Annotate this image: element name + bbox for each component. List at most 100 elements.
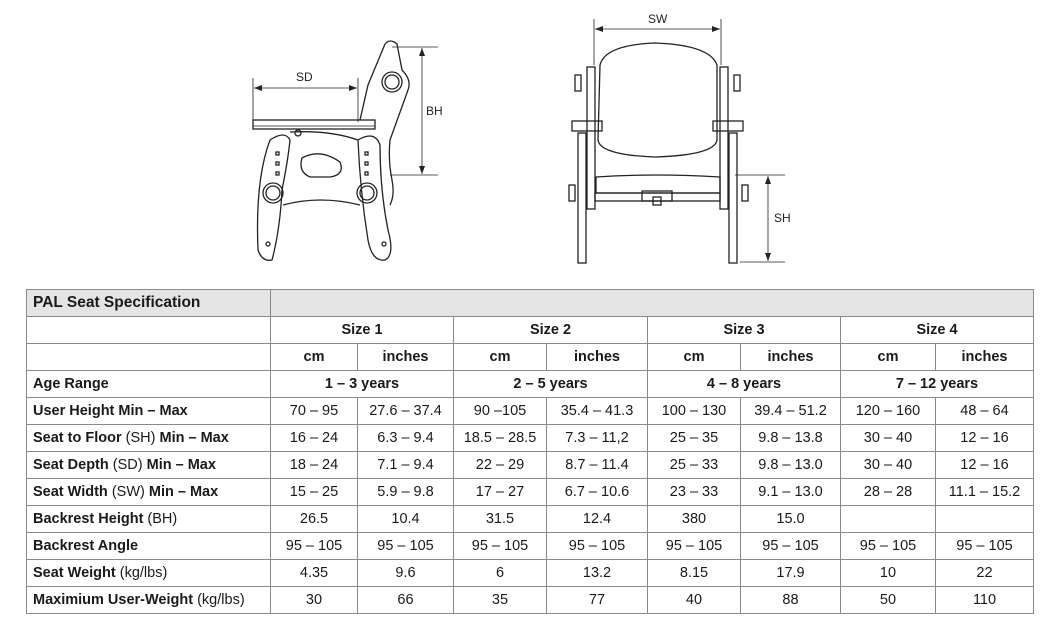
unit-cm: cm <box>270 343 358 371</box>
cell: 95 – 105 <box>647 532 741 560</box>
cell: 12 – 16 <box>935 451 1034 479</box>
cell: 12.4 <box>546 505 648 533</box>
backrest-height-label: BH <box>426 104 443 118</box>
title-row-fill <box>270 289 1034 317</box>
cell: 6 <box>453 559 547 587</box>
cell: 25 – 35 <box>647 424 741 452</box>
cell: 95 – 105 <box>935 532 1034 560</box>
cell: 95 – 105 <box>740 532 841 560</box>
cell: 70 – 95 <box>270 397 358 425</box>
size-2-header: Size 2 <box>453 316 648 344</box>
table-row: Seat Depth (SD) Min – Max 18 – 24 7.1 – … <box>26 451 1034 479</box>
cell: 7.3 – 11,2 <box>546 424 648 452</box>
row-label: User Height Min – Max <box>26 397 271 425</box>
cell: 25 – 33 <box>647 451 741 479</box>
size-3-header: Size 3 <box>647 316 841 344</box>
cell: 16 – 24 <box>270 424 358 452</box>
table-title: PAL Seat Specification <box>26 289 271 317</box>
cell: 10.4 <box>357 505 454 533</box>
size-header-row: Size 1 Size 2 Size 3 Size 4 <box>26 316 1034 344</box>
cell: 50 <box>840 586 936 614</box>
age-range-size-1: 1 – 3 years <box>270 370 454 398</box>
cell <box>840 505 936 533</box>
cell: 90 –105 <box>453 397 547 425</box>
cell: 77 <box>546 586 648 614</box>
cell: 39.4 – 51.2 <box>740 397 841 425</box>
spec-table: PAL Seat Specification Size 1 Size 2 Siz… <box>26 289 1034 614</box>
cell <box>935 505 1034 533</box>
unit-inches: inches <box>357 343 454 371</box>
seat-height-label: SH <box>774 211 791 225</box>
row-label: Maximium User-Weight (kg/lbs) <box>26 586 271 614</box>
cell: 9.6 <box>357 559 454 587</box>
cell: 35.4 – 41.3 <box>546 397 648 425</box>
row-label: Seat to Floor (SH) Min – Max <box>26 424 271 452</box>
age-range-size-3: 4 – 8 years <box>647 370 841 398</box>
row-label: Backrest Angle <box>26 532 271 560</box>
cell: 27.6 – 37.4 <box>357 397 454 425</box>
cell: 8.15 <box>647 559 741 587</box>
cell: 88 <box>740 586 841 614</box>
unit-cm: cm <box>840 343 936 371</box>
unit-inches: inches <box>740 343 841 371</box>
age-range-size-4: 7 – 12 years <box>840 370 1034 398</box>
front-view-diagram: SW SH <box>560 5 810 270</box>
cell: 7.1 – 9.4 <box>357 451 454 479</box>
row-label: Age Range <box>26 370 271 398</box>
cell: 17.9 <box>740 559 841 587</box>
unit-inches: inches <box>546 343 648 371</box>
age-range-row: Age Range 1 – 3 years 2 – 5 years 4 – 8 … <box>26 370 1034 398</box>
cell: 100 – 130 <box>647 397 741 425</box>
cell: 13.2 <box>546 559 648 587</box>
cell: 30 – 40 <box>840 451 936 479</box>
cell: 40 <box>647 586 741 614</box>
unit-cm: cm <box>453 343 547 371</box>
unit-cm: cm <box>647 343 741 371</box>
cell: 22 <box>935 559 1034 587</box>
cell: 26.5 <box>270 505 358 533</box>
cell: 31.5 <box>453 505 547 533</box>
empty-cell <box>26 343 271 371</box>
cell: 48 – 64 <box>935 397 1034 425</box>
cell: 95 – 105 <box>357 532 454 560</box>
cell: 12 – 16 <box>935 424 1034 452</box>
cell: 5.9 – 9.8 <box>357 478 454 506</box>
row-label: Seat Width (SW) Min – Max <box>26 478 271 506</box>
cell: 35 <box>453 586 547 614</box>
table-row: Maximium User-Weight (kg/lbs) 30 66 35 7… <box>26 586 1034 614</box>
cell: 9.8 – 13.8 <box>740 424 841 452</box>
cell: 6.3 – 9.4 <box>357 424 454 452</box>
cell: 9.8 – 13.0 <box>740 451 841 479</box>
cell: 30 <box>270 586 358 614</box>
title-row: PAL Seat Specification <box>26 289 1034 317</box>
row-label: Backrest Height (BH) <box>26 505 271 533</box>
cell: 120 – 160 <box>840 397 936 425</box>
cell: 66 <box>357 586 454 614</box>
empty-cell <box>26 316 271 344</box>
table-row: Backrest Angle 95 – 105 95 – 105 95 – 10… <box>26 532 1034 560</box>
table-row: User Height Min – Max 70 – 95 27.6 – 37.… <box>26 397 1034 425</box>
table-row: Seat Weight (kg/lbs) 4.35 9.6 6 13.2 8.1… <box>26 559 1034 587</box>
cell: 18.5 – 28.5 <box>453 424 547 452</box>
cell: 17 – 27 <box>453 478 547 506</box>
row-label: Seat Depth (SD) Min – Max <box>26 451 271 479</box>
cell: 11.1 – 15.2 <box>935 478 1034 506</box>
side-view-diagram: SD BH <box>240 30 460 270</box>
cell: 4.35 <box>270 559 358 587</box>
size-4-header: Size 4 <box>840 316 1034 344</box>
cell: 30 – 40 <box>840 424 936 452</box>
table-row: Backrest Height (BH) 26.5 10.4 31.5 12.4… <box>26 505 1034 533</box>
cell: 95 – 105 <box>453 532 547 560</box>
cell: 23 – 33 <box>647 478 741 506</box>
seat-depth-label: SD <box>296 70 313 84</box>
row-label: Seat Weight (kg/lbs) <box>26 559 271 587</box>
cell: 110 <box>935 586 1034 614</box>
cell: 15 – 25 <box>270 478 358 506</box>
cell: 15.0 <box>740 505 841 533</box>
cell: 8.7 – 11.4 <box>546 451 648 479</box>
table-row: Seat Width (SW) Min – Max 15 – 25 5.9 – … <box>26 478 1034 506</box>
cell: 28 – 28 <box>840 478 936 506</box>
cell: 95 – 105 <box>840 532 936 560</box>
cell: 6.7 – 10.6 <box>546 478 648 506</box>
unit-header-row: cm inches cm inches cm inches cm inches <box>26 343 1034 371</box>
